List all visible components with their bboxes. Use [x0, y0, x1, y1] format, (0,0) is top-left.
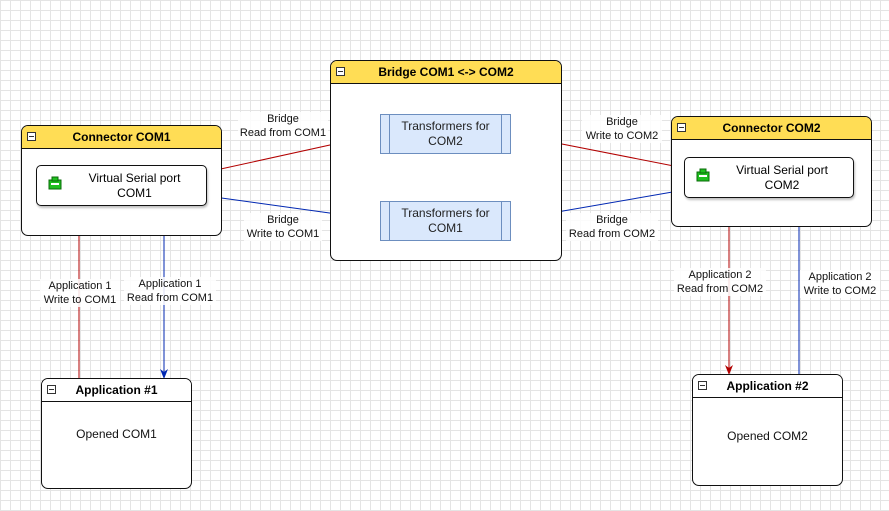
- bridge-title: Bridge COM1 <-> COM2: [378, 65, 514, 79]
- transformer-com1[interactable]: Transformers for COM1: [380, 201, 511, 241]
- transformer-com2-label: Transformers for COM2: [401, 119, 490, 148]
- connector-com1-header[interactable]: Connector COM1: [22, 126, 221, 149]
- edge-label-app2-read: Application 2 Read from COM2: [674, 268, 766, 296]
- application-1[interactable]: Application #1 Opened COM1: [41, 378, 192, 489]
- minus-square-icon[interactable]: [698, 381, 707, 390]
- edge-label-app1-write: Application 1 Write to COM1: [40, 279, 120, 307]
- virtual-serial-port-com2[interactable]: Virtual Serial port COM2: [684, 157, 854, 198]
- minus-square-icon[interactable]: [27, 132, 36, 141]
- edge-label-bridge-read-com2: Bridge Read from COM2: [566, 213, 658, 241]
- connector-com1-title: Connector COM1: [72, 130, 171, 144]
- application-1-header[interactable]: Application #1: [42, 379, 191, 402]
- edge-label-bridge-read-com1: Bridge Read from COM1: [238, 112, 328, 140]
- application-1-title: Application #1: [75, 383, 158, 397]
- edge-label-bridge-write-com1: Bridge Write to COM1: [244, 213, 322, 241]
- edge-label-bridge-write-com2: Bridge Write to COM2: [582, 115, 662, 143]
- minus-square-icon[interactable]: [47, 385, 56, 394]
- bridge-header[interactable]: Bridge COM1 <-> COM2: [331, 61, 561, 84]
- application-2[interactable]: Application #2 Opened COM2: [692, 374, 843, 486]
- connector-com2-title: Connector COM2: [722, 121, 821, 135]
- virtual-serial-port-com1-label: Virtual Serial port COM1: [88, 171, 181, 200]
- serial-port-icon: [48, 176, 62, 190]
- application-2-title: Application #2: [726, 379, 809, 393]
- minus-square-icon[interactable]: [336, 67, 345, 76]
- transformer-com1-label: Transformers for COM1: [401, 206, 490, 235]
- transformer-com2[interactable]: Transformers for COM2: [380, 114, 511, 154]
- minus-square-icon[interactable]: [677, 123, 686, 132]
- virtual-serial-port-com2-label: Virtual Serial port COM2: [736, 163, 828, 192]
- serial-port-icon: [696, 168, 710, 182]
- application-1-body: Opened COM1: [76, 427, 157, 441]
- virtual-serial-port-com1[interactable]: Virtual Serial port COM1: [36, 165, 207, 206]
- edge-label-app2-write: Application 2 Write to COM2: [800, 270, 880, 298]
- edge-label-app1-read: Application 1 Read from COM1: [124, 277, 216, 305]
- application-2-body: Opened COM2: [727, 429, 808, 443]
- application-2-header[interactable]: Application #2: [693, 375, 842, 398]
- connector-com2-header[interactable]: Connector COM2: [672, 117, 871, 140]
